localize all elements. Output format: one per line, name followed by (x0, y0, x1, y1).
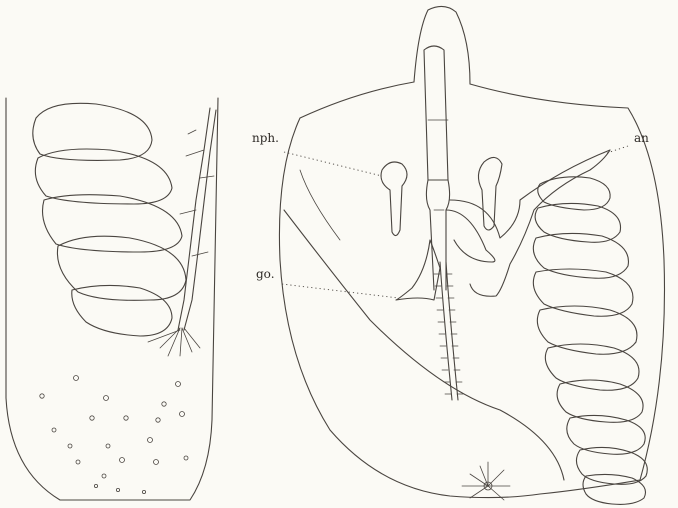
body-fold-inner (300, 170, 340, 240)
an-label: an (634, 131, 649, 145)
segment-2 (35, 149, 172, 204)
segment-5 (72, 285, 172, 336)
body-fold (284, 210, 564, 480)
nephridia (381, 157, 502, 235)
right-specimen: nph. an go. (252, 6, 665, 504)
nph-leader-line (284, 152, 382, 176)
nph-label: nph. (252, 131, 279, 145)
nephridium-left (381, 162, 407, 236)
left-specimen (6, 98, 218, 500)
nephridium-right (478, 157, 502, 230)
segment-1 (33, 103, 152, 160)
left-segments (33, 103, 186, 336)
go-leader-line (282, 284, 398, 298)
proboscis (414, 6, 470, 84)
intestine-loop (446, 150, 610, 296)
left-papillae (40, 376, 188, 494)
go-label: go. (256, 267, 275, 281)
segment-4 (57, 236, 186, 300)
ventral-nerve-cord (434, 262, 463, 400)
an-leader-line (604, 146, 628, 154)
left-nerve-cord (148, 108, 216, 356)
anal-rosette (462, 462, 510, 500)
right-body-outline (279, 82, 664, 498)
right-segments (533, 177, 647, 505)
